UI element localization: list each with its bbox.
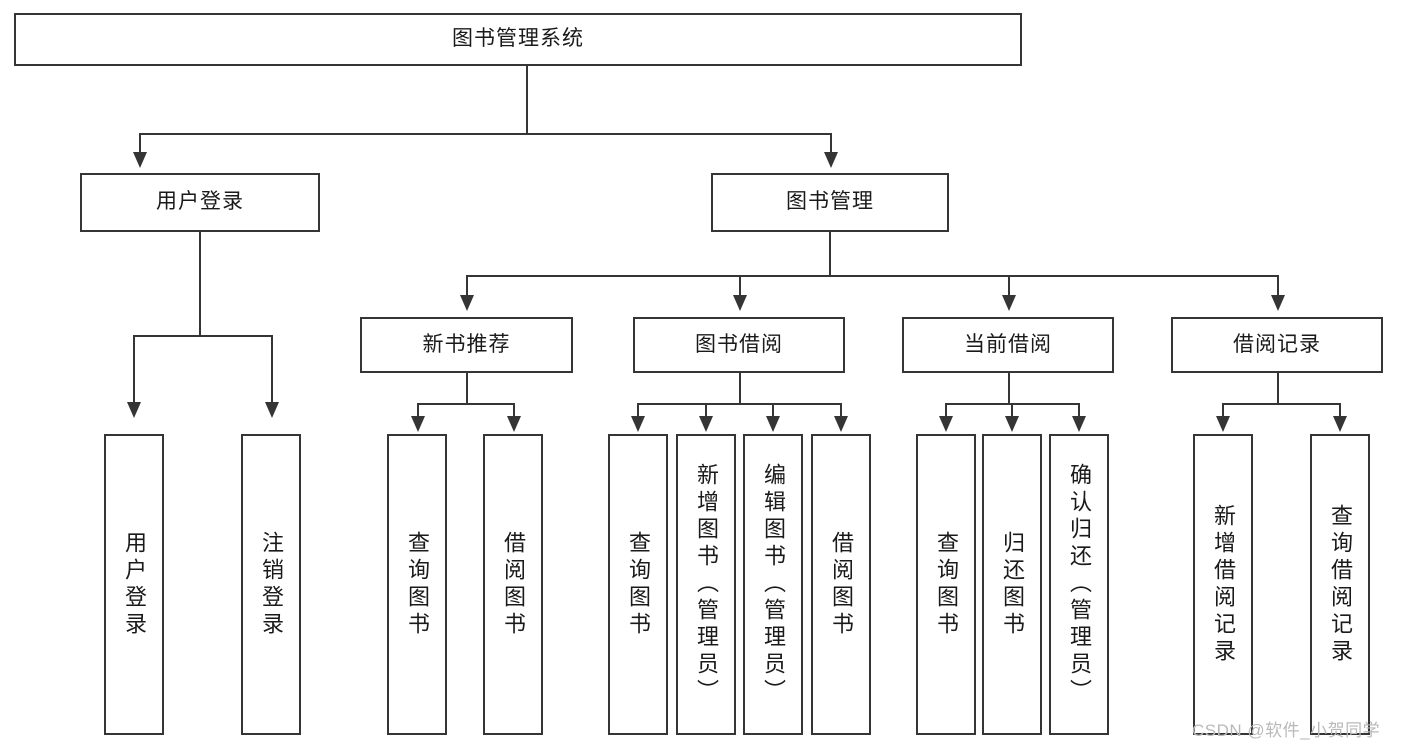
connector-recommend-l1 xyxy=(417,403,419,419)
node-book-borrow[interactable]: 图书借阅 xyxy=(633,317,845,373)
connector-root-to-bookmgmt xyxy=(830,133,832,155)
connector-record-l2 xyxy=(1339,403,1341,419)
connector-current-l3 xyxy=(1078,403,1080,419)
node-label: 用户登录 xyxy=(156,190,244,214)
connector-current-l2 xyxy=(1011,403,1013,419)
connector-current-l1 xyxy=(945,403,947,419)
arrow-to-borrow-record xyxy=(1271,295,1285,311)
connector-recommend-l2 xyxy=(513,403,515,419)
arrow-to-user-login xyxy=(133,152,147,168)
node-label: 新增借阅记录 xyxy=(1210,503,1236,666)
node-label: 借阅图书 xyxy=(500,530,526,639)
node-new-book-recommend[interactable]: 新书推荐 xyxy=(360,317,573,373)
connector-record-stem xyxy=(1277,373,1279,404)
connector-recommend-stem xyxy=(466,373,468,404)
arrow-to-leaf-borrow-book-1 xyxy=(507,416,521,432)
node-root-system[interactable]: 图书管理系统 xyxy=(14,13,1022,66)
arrow-to-new-book-recommend xyxy=(460,295,474,311)
node-label: 编辑图书（管理员） xyxy=(760,463,786,706)
node-label: 查询图书 xyxy=(933,530,959,639)
connector-borrow-l2 xyxy=(705,403,707,419)
node-label: 借阅记录 xyxy=(1233,332,1321,356)
connector-userlogin-l1 xyxy=(133,335,135,405)
leaf-borrow-query-book[interactable]: 查询图书 xyxy=(608,434,668,735)
connector-bookmgmt-c1 xyxy=(466,275,468,298)
connector-bookmgmt-c2 xyxy=(739,275,741,298)
node-label: 查询图书 xyxy=(625,530,651,639)
node-borrow-record[interactable]: 借阅记录 xyxy=(1171,317,1383,373)
leaf-current-confirm-return[interactable]: 确认归还（管理员） xyxy=(1049,434,1109,735)
connector-bookmgmt-c4 xyxy=(1277,275,1279,298)
arrow-to-book-borrow xyxy=(733,295,747,311)
node-label: 查询图书 xyxy=(404,530,430,639)
arrow-to-leaf-query-book-1 xyxy=(411,416,425,432)
leaf-logout[interactable]: 注销登录 xyxy=(241,434,301,735)
arrow-to-leaf-return-book xyxy=(1005,416,1019,432)
arrow-to-current-borrow xyxy=(1002,295,1016,311)
connector-borrow-l3 xyxy=(772,403,774,419)
arrow-to-leaf-query-record xyxy=(1333,416,1347,432)
connector-current-stem xyxy=(1008,373,1010,404)
node-book-management[interactable]: 图书管理 xyxy=(711,173,949,232)
connector-userlogin-l2 xyxy=(271,335,273,405)
arrow-to-leaf-edit-book xyxy=(766,416,780,432)
connector-root-stem xyxy=(526,66,528,134)
connector-record-l1 xyxy=(1222,403,1224,419)
node-label: 图书管理 xyxy=(786,190,874,214)
leaf-user-login[interactable]: 用户登录 xyxy=(104,434,164,735)
arrow-to-leaf-query-book-3 xyxy=(939,416,953,432)
arrow-to-leaf-add-record xyxy=(1216,416,1230,432)
leaf-recommend-borrow-book[interactable]: 借阅图书 xyxy=(483,434,543,735)
leaf-record-query[interactable]: 查询借阅记录 xyxy=(1310,434,1370,735)
connector-borrow-stem xyxy=(739,373,741,404)
arrow-to-book-management xyxy=(824,152,838,168)
node-label: 新书推荐 xyxy=(422,332,511,356)
leaf-current-query-book[interactable]: 查询图书 xyxy=(916,434,976,735)
node-label: 当前借阅 xyxy=(964,332,1052,356)
leaf-record-add[interactable]: 新增借阅记录 xyxy=(1193,434,1253,735)
arrow-to-leaf-confirm-return xyxy=(1072,416,1086,432)
connector-borrow-bar xyxy=(637,403,841,405)
connector-record-bar xyxy=(1222,403,1340,405)
node-label: 确认归还（管理员） xyxy=(1066,463,1092,706)
node-label: 归还图书 xyxy=(999,530,1025,639)
connector-bookmgmt-c3 xyxy=(1008,275,1010,298)
leaf-recommend-query-book[interactable]: 查询图书 xyxy=(387,434,447,735)
connector-root-bar xyxy=(139,133,831,135)
arrow-to-leaf-logout xyxy=(265,402,279,418)
arrow-to-leaf-borrow-book-2 xyxy=(834,416,848,432)
node-current-borrow[interactable]: 当前借阅 xyxy=(902,317,1114,373)
node-label: 借阅图书 xyxy=(828,530,854,639)
leaf-borrow-edit-book[interactable]: 编辑图书（管理员） xyxy=(743,434,803,735)
arrow-to-leaf-add-book xyxy=(699,416,713,432)
node-label: 查询借阅记录 xyxy=(1327,503,1353,666)
arrow-to-leaf-query-book-2 xyxy=(631,416,645,432)
node-label: 新增图书（管理员） xyxy=(693,463,719,706)
connector-bookmgmt-bar xyxy=(466,275,1278,277)
connector-bookmgmt-stem xyxy=(829,232,831,276)
node-label: 注销登录 xyxy=(258,530,284,639)
node-label: 图书借阅 xyxy=(695,332,783,356)
connector-recommend-bar xyxy=(417,403,515,405)
connector-userlogin-bar xyxy=(133,335,273,337)
leaf-current-return-book[interactable]: 归还图书 xyxy=(982,434,1042,735)
connector-userlogin-stem xyxy=(199,232,201,336)
node-user-login[interactable]: 用户登录 xyxy=(80,173,320,232)
leaf-borrow-borrow-book[interactable]: 借阅图书 xyxy=(811,434,871,735)
node-label: 图书管理系统 xyxy=(452,27,584,51)
arrow-to-leaf-user-login xyxy=(127,402,141,418)
connector-borrow-l1 xyxy=(637,403,639,419)
connector-borrow-l4 xyxy=(840,403,842,419)
node-label: 用户登录 xyxy=(121,530,147,639)
connector-root-to-login xyxy=(139,133,141,155)
leaf-borrow-add-book[interactable]: 新增图书（管理员） xyxy=(676,434,736,735)
